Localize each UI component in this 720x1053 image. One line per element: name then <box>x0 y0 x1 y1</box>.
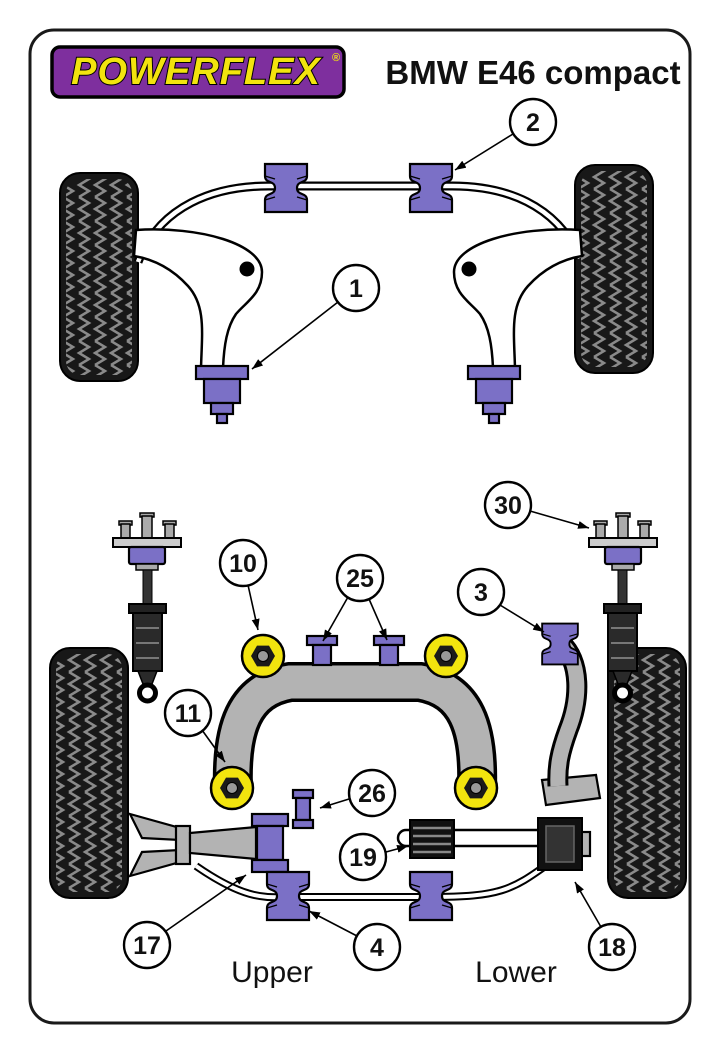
front-left-control-arm <box>132 228 264 425</box>
callout-1: 1 <box>251 263 381 370</box>
callout-4-number: 4 <box>370 934 384 962</box>
callout-30-number: 30 <box>494 492 522 520</box>
page-title: BMW E46 compact <box>385 54 680 91</box>
callout-10: 10 <box>218 538 268 631</box>
subframe-bush-rear-left <box>209 765 255 811</box>
upper-arm-inner-bush <box>291 788 315 830</box>
callout-25-number: 25 <box>346 565 374 593</box>
callout-3-number: 3 <box>474 579 488 607</box>
logo-background <box>50 45 346 99</box>
subframe-bush-rear-right <box>453 765 499 811</box>
subframe-bush-front-right <box>423 633 469 679</box>
callout-18: 18 <box>574 881 637 972</box>
lower-arm-outer-bush <box>537 817 592 871</box>
callout-19: 19 <box>338 832 409 882</box>
powerflex-logo: POWERFLEX ® <box>50 45 346 99</box>
callout-18-number: 18 <box>598 934 626 962</box>
callout-1-number: 1 <box>349 275 363 303</box>
callout-2-circle <box>508 97 558 147</box>
rear-left-tire <box>49 647 129 899</box>
callout-11: 11 <box>163 688 226 763</box>
callout-2-number: 2 <box>526 109 540 137</box>
logo-text: POWERFLEX <box>71 51 322 93</box>
callout-3: 3 <box>456 567 545 633</box>
front-left-tire <box>59 172 139 382</box>
callout-17: 17 <box>122 874 247 970</box>
callout-4: 4 <box>308 910 402 972</box>
callout-30: 30 <box>483 480 590 530</box>
page-border <box>28 28 692 1025</box>
callout-19-number: 19 <box>349 844 377 872</box>
front-suspension-diagram: 1 2 <box>59 97 654 425</box>
callout-2: 2 <box>454 97 558 171</box>
callout-11-number: 11 <box>175 700 202 728</box>
rear-suspension-diagram: 30 10 25 3 11 26 <box>49 480 687 989</box>
lower-label: Lower <box>475 956 557 989</box>
lower-arm-inner-bush <box>409 819 455 859</box>
subframe-mount-bush-left <box>305 634 339 667</box>
rear-subframe <box>212 662 498 789</box>
callout-17-number: 17 <box>133 932 161 960</box>
front-right-tire <box>574 164 654 374</box>
callout-1-circle <box>331 263 381 313</box>
front-right-control-arm <box>452 228 584 425</box>
logo-registered-mark: ® <box>332 52 340 64</box>
rear-upper-arm <box>127 812 290 878</box>
callout-26-number: 26 <box>358 780 386 808</box>
callout-26: 26 <box>319 768 397 818</box>
callout-10-number: 10 <box>229 550 257 578</box>
front-anti-roll-bar <box>133 181 585 264</box>
subframe-mount-bush-right <box>372 634 406 667</box>
rear-lower-arm <box>396 817 592 871</box>
rear-trailing-arm <box>540 634 602 807</box>
subframe-bush-front-left <box>240 633 286 679</box>
callout-25: 25 <box>322 553 388 642</box>
upper-label: Upper <box>231 956 313 989</box>
